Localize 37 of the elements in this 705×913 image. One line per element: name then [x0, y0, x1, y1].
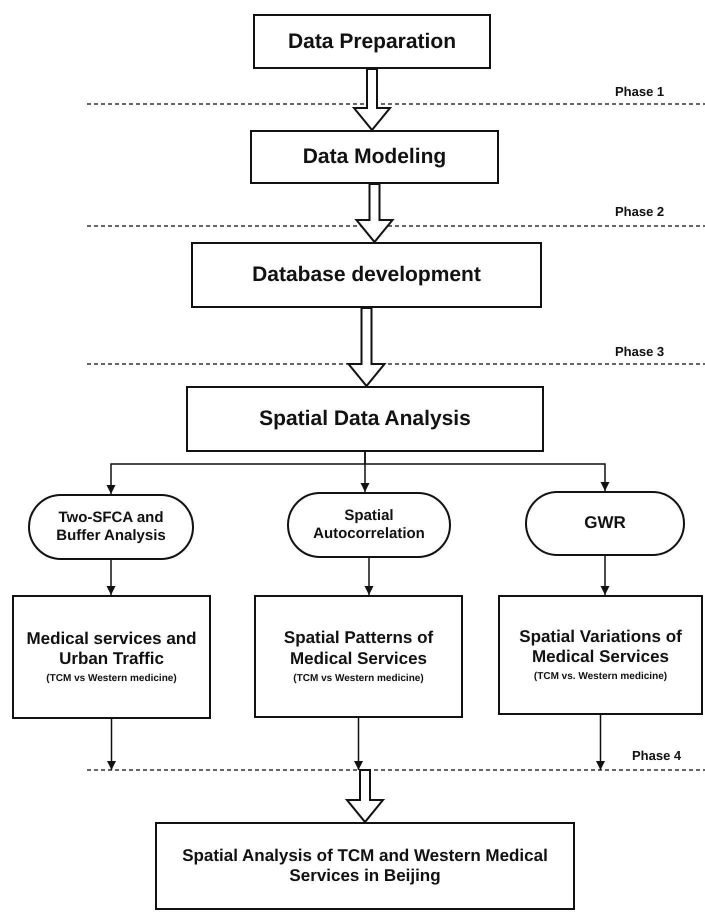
phase-label: Phase 4 [632, 748, 682, 763]
node-title: Two-SFCA and Buffer Analysis [55, 509, 167, 545]
arrow [364, 558, 374, 595]
block-arrow [344, 769, 386, 824]
node-title: Spatial Autocorrelation [312, 507, 426, 543]
node-subtitle: (TCM vs. Western medicine) [534, 671, 668, 684]
node-subtitle: (TCM vs Western medicine) [46, 673, 177, 686]
arrow [364, 452, 610, 491]
process-box [250, 130, 499, 184]
node-title: Spatial Patterns of Medical Services [282, 628, 434, 669]
arrow [596, 715, 605, 770]
node-title: Medical services and Urban Traffic [25, 628, 198, 670]
node-title: Data Modeling [302, 144, 446, 170]
process-box [12, 595, 211, 719]
node-title: GWR [584, 513, 626, 534]
block-arrow [354, 183, 395, 244]
phase-label: Phase 2 [615, 204, 664, 219]
node-title: Spatial Data Analysis [259, 406, 471, 432]
process-box [498, 595, 703, 715]
phase-label: Phase 3 [615, 344, 664, 359]
process-box [155, 822, 575, 910]
arrow [354, 718, 363, 770]
arrow [600, 556, 610, 595]
node-title: Data Preparation [288, 28, 456, 54]
node-title: Spatial Variations of Medical Services [518, 626, 683, 668]
process-box [191, 242, 542, 308]
block-arrow [352, 68, 392, 132]
node-title: Spatial Analysis of TCM and Western Medical Services in Beijing [181, 846, 549, 886]
process-box [254, 595, 463, 718]
node-subtitle: (TCM vs Western medicine) [293, 672, 424, 685]
arrow [106, 560, 116, 595]
node-title: Database development [252, 262, 481, 288]
block-arrow [346, 307, 387, 388]
arrow [107, 719, 116, 770]
phase-label: Phase 1 [615, 84, 664, 99]
process-box [186, 386, 544, 452]
process-box [253, 14, 491, 69]
